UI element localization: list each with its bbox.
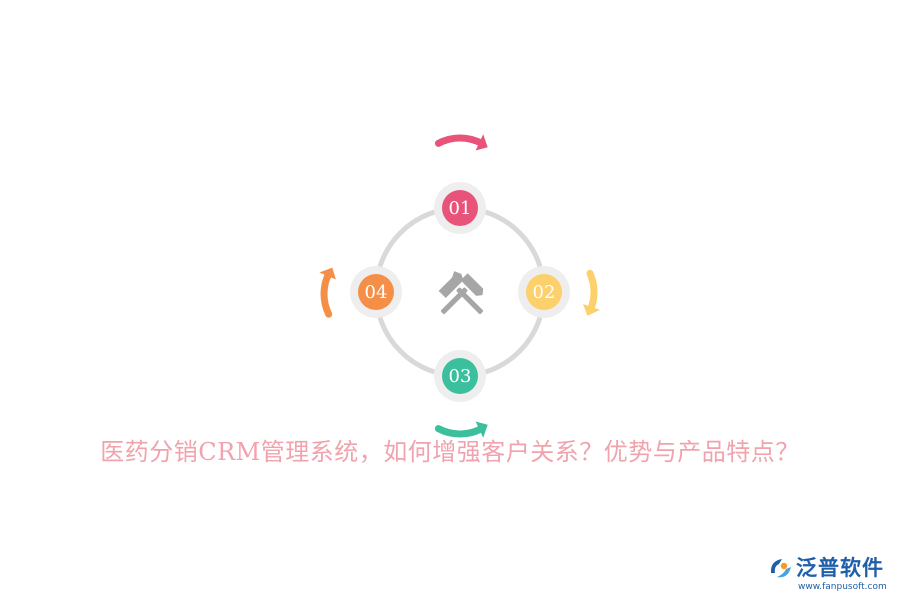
page-title: 医药分销CRM管理系统，如何增强客户关系？优势与产品特点？ [100, 438, 800, 466]
step-badge-04: 04 [350, 266, 402, 318]
step-number: 01 [449, 198, 472, 219]
arrowhead-icon [475, 421, 488, 438]
step-badge-03: 03 [434, 350, 486, 402]
cycle-arrow-01 [434, 134, 486, 147]
cycle-arrow-02 [586, 269, 598, 313]
arrowhead-icon [319, 267, 336, 280]
step-badge-dot [358, 274, 394, 310]
brand-name: 泛普软件 [796, 556, 884, 580]
step-number: 02 [533, 282, 556, 303]
step-badge-dot [442, 190, 478, 226]
step-badges: 01 02 03 04 [350, 182, 570, 402]
step-number: 03 [449, 366, 472, 387]
cycle-arrows [319, 134, 600, 438]
step-badge-dot [526, 274, 562, 310]
center-hammers-icon [438, 271, 484, 315]
step-badge-01: 01 [434, 182, 486, 234]
step-badge-02: 02 [518, 266, 570, 318]
cycle-arrow-04 [320, 270, 333, 318]
arrowhead-icon [583, 304, 600, 316]
brand-url: www.fanpusoft.com [798, 582, 887, 592]
arrowhead-icon [475, 134, 488, 151]
brand-logo: 泛普软件 www.fanpusoft.com [768, 552, 894, 596]
step-number: 04 [365, 282, 388, 303]
brand-mark-icon [770, 559, 791, 578]
cycle-arrow-03 [434, 425, 486, 438]
step-badge-dot [442, 358, 478, 394]
